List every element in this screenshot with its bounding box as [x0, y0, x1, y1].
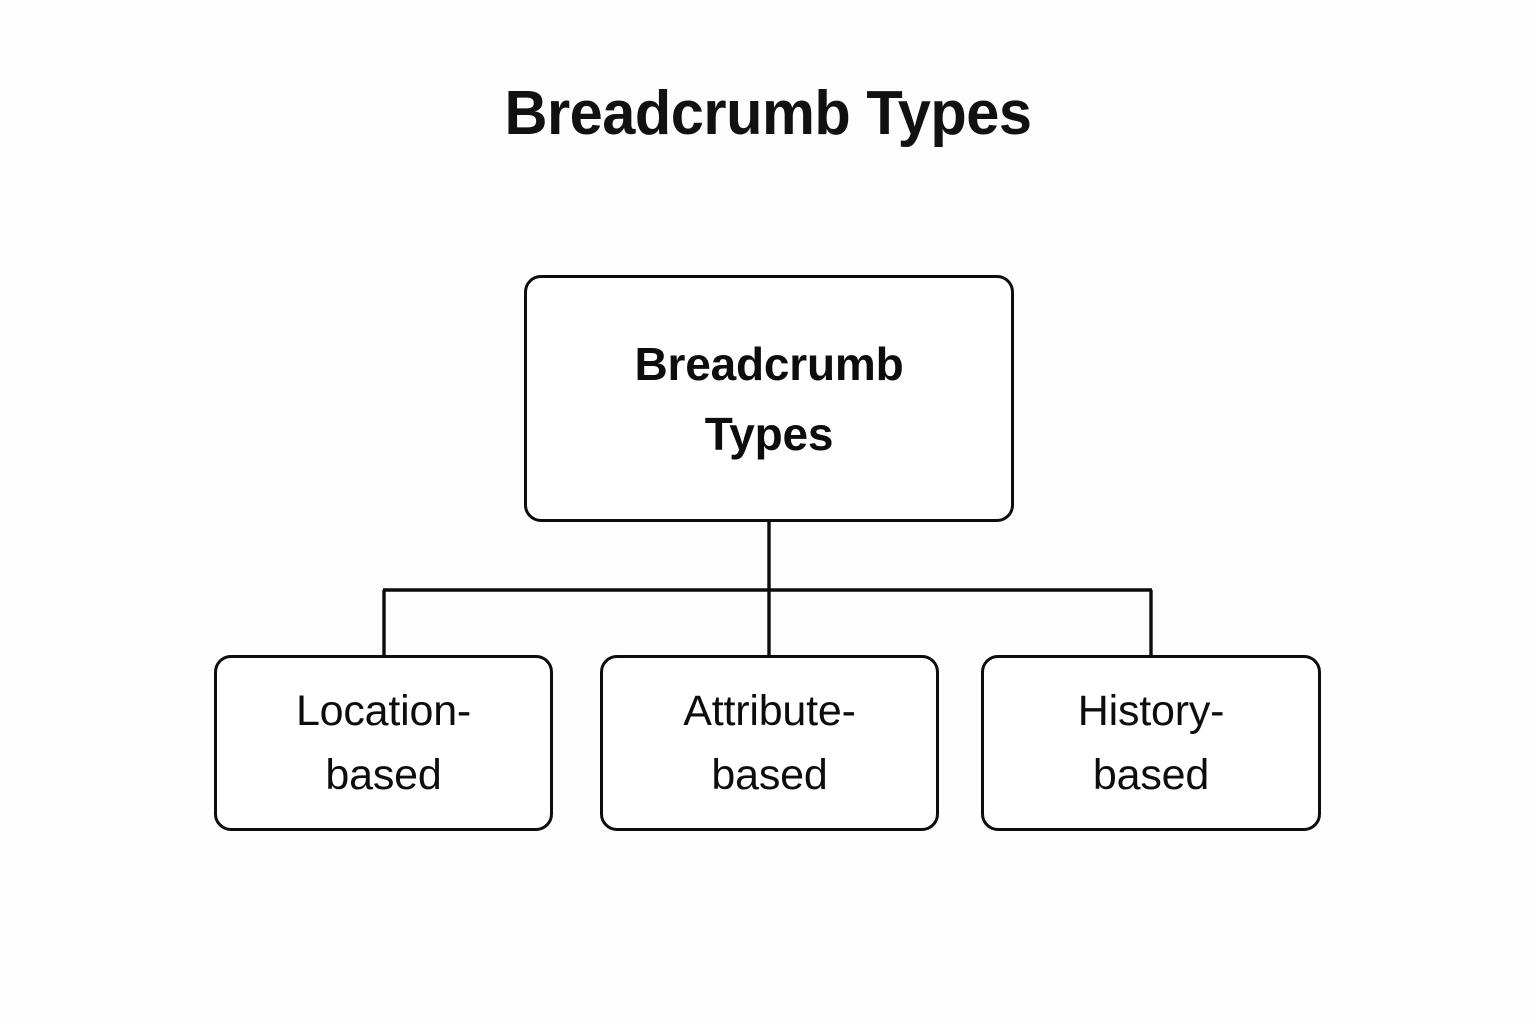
node-history-based[interactable]: History- based: [981, 655, 1321, 831]
node-location-based-label: Location- based: [295, 687, 472, 799]
page-title: Breadcrumb Types: [504, 79, 1032, 148]
node-attribute-based[interactable]: Attribute- based: [600, 655, 939, 831]
node-location-based[interactable]: Location- based: [214, 655, 553, 831]
node-root-label: Breadcrumb Types: [634, 337, 904, 460]
node-breadcrumb-types-root[interactable]: Breadcrumb Types: [524, 275, 1014, 522]
node-history-based-label: History- based: [1077, 687, 1225, 799]
node-attribute-based-label: Attribute- based: [683, 687, 856, 799]
